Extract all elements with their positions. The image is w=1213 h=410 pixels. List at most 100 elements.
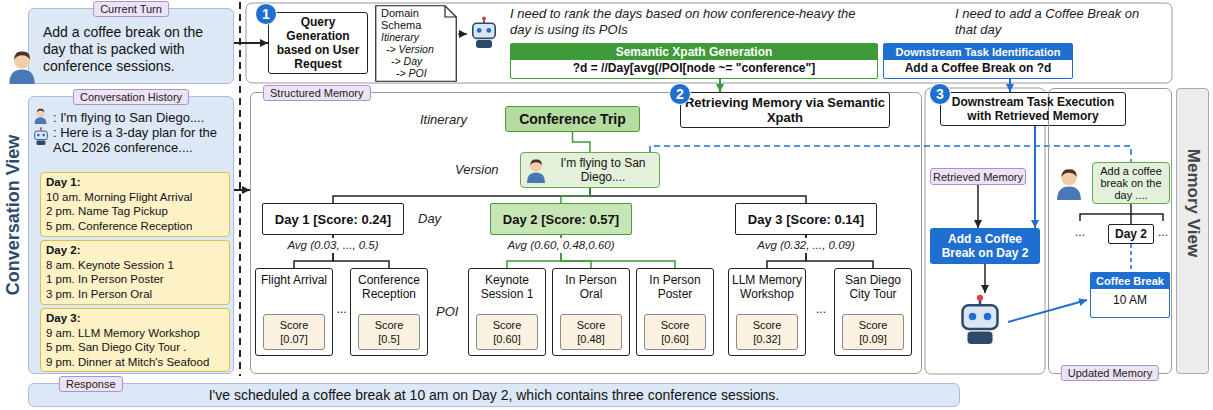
node-text: Score xyxy=(645,318,705,332)
icon-part xyxy=(9,70,34,84)
thought-text: I need to add a Coffee Break on that day xyxy=(955,6,1145,38)
node-text: Day 3 [Score: 0.14] xyxy=(736,212,876,227)
node-text: Score xyxy=(561,318,621,332)
step-number: 2 xyxy=(669,83,691,105)
process-box: Query Generation based on User Request xyxy=(268,12,368,74)
icon-part xyxy=(530,160,542,172)
flow-arrow xyxy=(984,264,986,293)
response-panel: ResponseI've scheduled a coffee break at… xyxy=(28,383,960,407)
schema-document: Domain SchemaItinerary-> Version-> Day->… xyxy=(375,5,457,82)
annotation: Avg (0.03, ..., 0.5) xyxy=(268,238,398,253)
node-text: 2 pm. Name Tag Pickup xyxy=(46,204,224,219)
score-box: Score[0.60] xyxy=(644,314,706,350)
poi-node: LLM Memory WorkshopScore[0.32] xyxy=(728,268,806,356)
icon-part xyxy=(35,117,47,124)
task-box: Downstream Task IdentificationAdd a Coff… xyxy=(883,43,1073,79)
score-box: Score[0.32] xyxy=(736,314,798,350)
node-text: In Person Oral xyxy=(556,273,626,301)
action-box: Add a Coffee Break on Day 2 xyxy=(930,228,1040,264)
icon-part xyxy=(977,295,983,301)
day-node: Day 3 [Score: 0.14] xyxy=(735,203,877,235)
node-text: Itinerary xyxy=(381,31,451,43)
connector xyxy=(719,79,721,92)
connector xyxy=(234,42,268,44)
node-text: I've scheduled a coffee break at 10 am o… xyxy=(39,386,949,404)
icon-part xyxy=(1061,169,1076,177)
node-text: 1 pm. In Person Poster xyxy=(46,272,224,287)
node-text: Day 2: xyxy=(46,243,224,258)
tag-label: Structured Memory xyxy=(263,85,371,101)
tag-label: Response xyxy=(59,376,123,392)
poi-node: Coffee Break10 AM xyxy=(1090,272,1170,318)
process-box: Retrieving Memory via Semantic Xpath xyxy=(680,92,890,128)
node-text: Downstream Task Identification xyxy=(884,44,1072,60)
memory-panel: Structured MemoryConference TripI'm flyi… xyxy=(250,92,922,374)
score-box: Score[0.5] xyxy=(358,314,420,350)
node-text: Keynote Session 1 xyxy=(472,273,542,301)
score-box: Score[0.09] xyxy=(842,314,904,350)
node-text: [0.32] xyxy=(737,332,797,346)
node-text: 9 pm. Dinner at Mitch's Seafood xyxy=(46,355,224,370)
execution-panel xyxy=(925,88,1045,374)
node-text: [0.60] xyxy=(645,332,705,346)
node-text: Add a Coffee Break on ?d xyxy=(884,60,1072,77)
step-number: 3 xyxy=(929,83,951,105)
node-text: 3 pm. In Person Oral xyxy=(46,287,224,302)
view-label-box: Memory View xyxy=(1176,88,1209,374)
step-number: 1 xyxy=(255,3,277,25)
icon-part xyxy=(483,18,485,23)
node-text: Score xyxy=(843,318,903,332)
node-text: 10 am. Morning Flight Arrival xyxy=(46,190,224,205)
poi-node: Keynote Session 1 Score[0.60] xyxy=(468,268,546,356)
thought-text: I need to rank the days based on how con… xyxy=(510,6,880,38)
node-text: Query Generation based on User Request xyxy=(272,15,364,71)
version-node: I'm flying to San Diego.... xyxy=(520,152,660,188)
connector xyxy=(1130,244,1132,272)
document-fold xyxy=(445,6,456,17)
day-node: Day 2 xyxy=(1108,224,1154,244)
icon-part xyxy=(968,332,993,345)
node-text: Downstream Task Execution with Retrieved… xyxy=(944,95,1122,123)
annotation: Avg (0.32, ..., 0.09) xyxy=(741,238,871,253)
tree-line xyxy=(1080,214,1163,221)
node-text: San Diego City Tour xyxy=(838,273,908,301)
icon-part xyxy=(984,313,992,321)
node-text: Semantic Xpath Generation xyxy=(511,44,877,60)
node-text: Day 2 xyxy=(1109,227,1153,242)
node-text: Score xyxy=(737,318,797,332)
node-text: Flight Arrival xyxy=(259,273,329,287)
query-panel xyxy=(246,3,1172,83)
icon-part xyxy=(473,23,495,38)
node-text: ?d = //Day[avg(/POI[node ~= "conference"… xyxy=(511,60,877,77)
icon-part xyxy=(37,134,40,137)
node-text: Conference Reception xyxy=(354,273,424,301)
annotation: Conversation View xyxy=(2,135,24,296)
icon-part xyxy=(40,127,42,129)
annotation: ... xyxy=(335,302,348,316)
connector-group xyxy=(234,43,1131,272)
icon-part xyxy=(1061,170,1076,185)
node-text: 8 am. Keynote Session 1 xyxy=(46,258,224,273)
icon-part xyxy=(42,134,45,137)
node-text: 1 xyxy=(256,6,276,22)
icon-part xyxy=(482,16,486,20)
day-plan-box: Day 1:10 am. Morning Flight Arrival2 pm.… xyxy=(40,172,230,237)
score-box: Score[0.60] xyxy=(476,314,538,350)
icon-part xyxy=(477,28,482,33)
node-text: Day 1 [Score: 0.24] xyxy=(263,212,403,227)
icon-part xyxy=(41,128,42,131)
node-text: -> Day xyxy=(391,55,451,67)
person-icon xyxy=(527,160,545,183)
icon-part xyxy=(530,160,542,166)
itinerary-node: Conference Trip xyxy=(505,106,640,132)
tag-label: Conversation History xyxy=(73,89,189,105)
node-text: Score xyxy=(264,318,324,332)
connector xyxy=(650,146,1131,162)
node-text: Retrieved Memory xyxy=(931,170,1025,184)
connector xyxy=(1130,204,1132,224)
annotation: Avg (0.60, 0.48,0.60) xyxy=(496,238,626,253)
node-text: Score xyxy=(477,318,537,332)
connector xyxy=(561,188,590,203)
connector xyxy=(573,132,591,152)
